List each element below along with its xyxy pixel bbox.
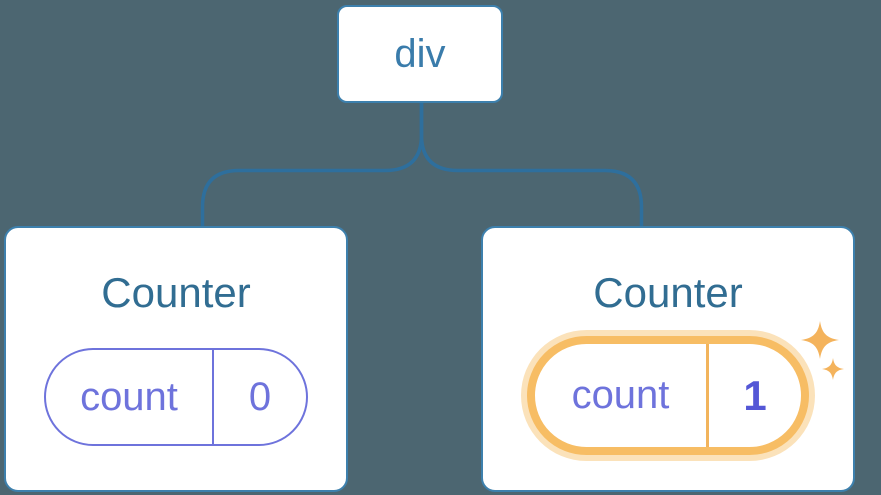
counter-title-left: Counter xyxy=(101,269,251,316)
state-pill-left: count 0 xyxy=(44,348,308,446)
connector-branch-left xyxy=(200,100,424,229)
sparkle-small xyxy=(822,358,844,380)
state-name-right: count xyxy=(571,373,670,417)
connector-branch-right xyxy=(419,100,644,229)
counter-card-left: Counter count 0 xyxy=(4,226,348,492)
counter-card-right: Counter count 1 xyxy=(481,226,855,492)
state-pill-right-highlighted: count 1 xyxy=(527,336,809,455)
tree-node-div: div xyxy=(337,5,503,103)
counter-title-right: Counter xyxy=(593,269,743,316)
state-value-left: 0 xyxy=(212,350,306,444)
sparkle-large xyxy=(801,321,839,359)
sparkle-icon xyxy=(801,321,844,380)
state-name-left: count xyxy=(80,374,178,419)
state-value-right: 1 xyxy=(706,344,801,447)
node-div-label: div xyxy=(394,31,446,76)
